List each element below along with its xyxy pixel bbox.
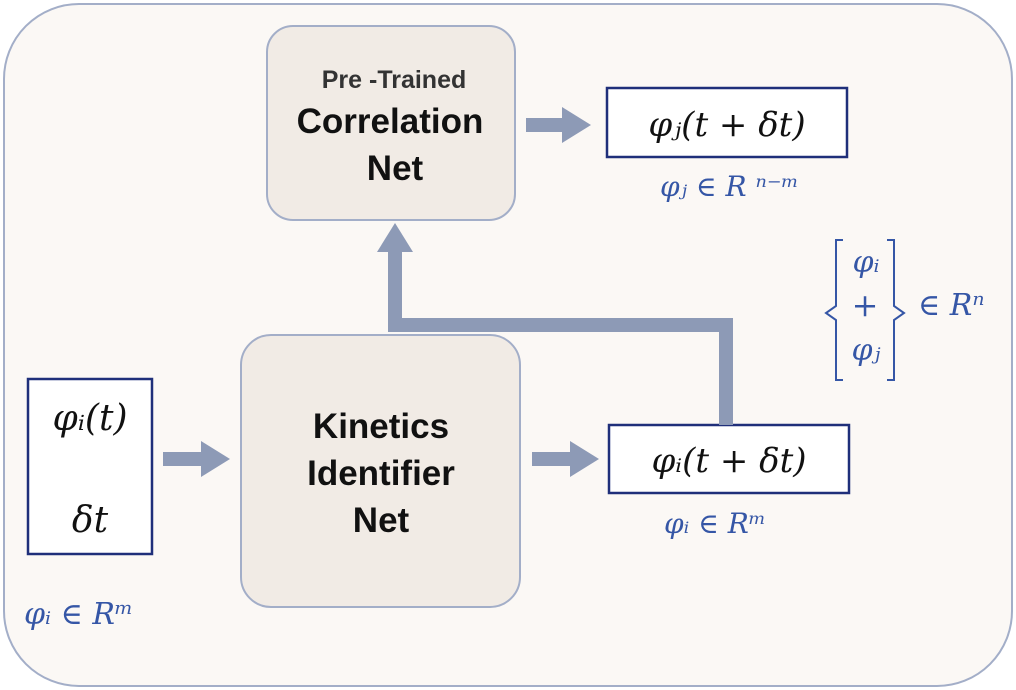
output-top-space-label: φⱼ ∈ R ⁿ⁻ᵐ <box>660 170 799 203</box>
correlation-net-title-line1: Correlation <box>297 102 484 141</box>
combined-space-label: ∈ Rⁿ <box>918 288 985 323</box>
combined-phi-i: φᵢ <box>852 245 879 280</box>
kinetics-net-title-line1: Kinetics <box>313 407 449 446</box>
output-bottom-space-label: φᵢ ∈ Rᵐ <box>664 507 766 540</box>
arrow-feedback-to-correlation <box>377 223 733 425</box>
output-bottom-expr: φᵢ(t + δt) <box>651 441 806 481</box>
kinetics-net-title-line3: Net <box>353 501 410 540</box>
combined-bracket-left <box>824 239 843 381</box>
input-delta-t: δt <box>72 500 109 541</box>
arrow-input-to-kinetics <box>163 441 230 477</box>
input-space-label: φᵢ ∈ Rᵐ <box>24 597 133 632</box>
kinetics-identifier-net-node <box>240 334 521 608</box>
arrow-correlation-to-output <box>526 107 591 143</box>
combined-plus: + <box>852 286 879 324</box>
correlation-net-node <box>266 25 516 221</box>
output-top-expr: φⱼ(t + δt) <box>648 105 805 145</box>
correlation-net-subtitle: Pre -Trained <box>322 66 467 94</box>
correlation-net-title-line2: Net <box>367 149 424 188</box>
kinetics-net-title-line2: Identifier <box>307 454 455 493</box>
input-box <box>26 377 154 556</box>
combined-phi-j: φⱼ <box>852 333 881 368</box>
input-phi-i-t: φᵢ(t) <box>52 398 127 439</box>
output-top-box <box>605 86 849 159</box>
combined-bracket-right <box>887 239 906 381</box>
arrow-kinetics-to-output <box>532 441 599 477</box>
